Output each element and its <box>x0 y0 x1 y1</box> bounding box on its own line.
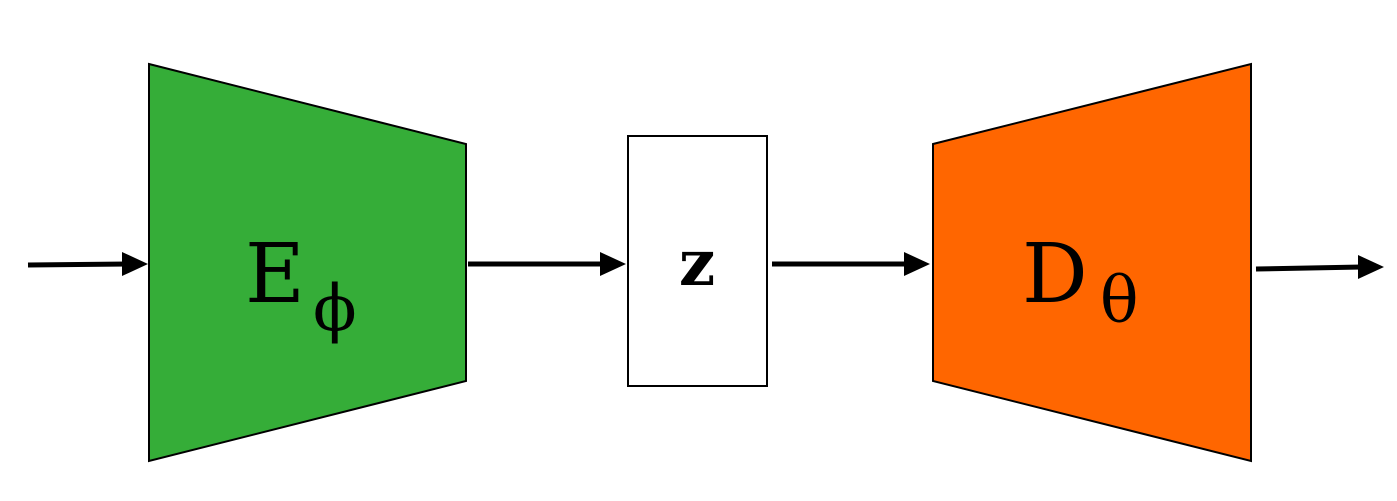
decoder-block: D θ <box>932 62 1252 463</box>
encoder-to-latent-arrow <box>468 252 626 276</box>
output-arrow <box>1255 255 1384 279</box>
encoder-subscript: ϕ <box>313 272 357 346</box>
latent-to-decoder-arrow <box>772 252 930 276</box>
decoder-trapezoid <box>932 62 1252 463</box>
encoder-trapezoid <box>148 62 467 463</box>
encoder-symbol: E <box>245 227 305 322</box>
latent-block: z <box>627 135 768 387</box>
latent-box <box>627 135 768 387</box>
decoder-symbol: D <box>1022 227 1088 322</box>
decoder-subscript: θ <box>1100 264 1139 338</box>
encoder-block: E ϕ <box>148 62 467 463</box>
latent-symbol: z <box>679 226 715 301</box>
input-arrow <box>27 252 148 276</box>
